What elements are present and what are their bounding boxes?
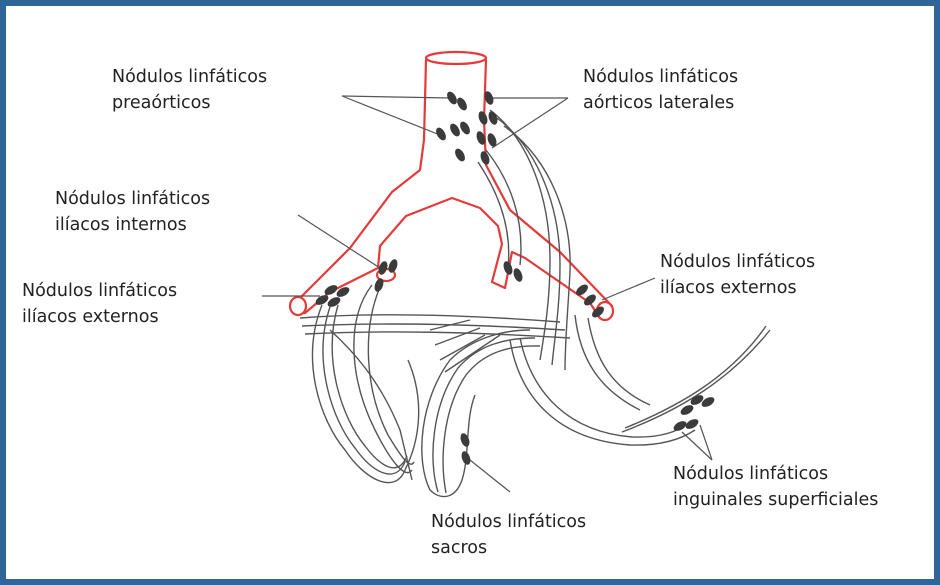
label-internal-iliac-line1: Nódulos linfáticos [55, 186, 210, 212]
label-sacral: Nódulos linfáticos sacros [431, 509, 586, 561]
leader-line [682, 425, 712, 460]
vessel [422, 330, 530, 490]
label-lateral-aortic-line2: aórticos laterales [583, 90, 738, 116]
vessel [510, 340, 695, 445]
label-preaortic-line1: Nódulos linfáticos [112, 64, 267, 90]
vessel [368, 287, 414, 464]
lymph-nodes [314, 90, 716, 466]
label-external-iliac-right-line1: Nódulos linfáticos [660, 249, 815, 275]
label-lateral-aortic-line1: Nódulos linfáticos [583, 64, 738, 90]
vessel [625, 326, 766, 428]
label-external-iliac-left: Nódulos linfáticos ilíacos externos [22, 278, 177, 330]
lymph-node [684, 417, 700, 431]
lymph-node [459, 432, 471, 448]
aorta-top-opening [426, 52, 486, 64]
label-superficial-inguinal-line2: inguinales superficiales [673, 487, 878, 513]
label-external-iliac-left-line2: ilíacos externos [22, 304, 177, 330]
label-sacral-line1: Nódulos linfáticos [431, 509, 586, 535]
label-external-iliac-right-line2: ilíacos externos [660, 275, 815, 301]
vessel [588, 318, 650, 405]
leader-line [490, 98, 568, 148]
vessel [520, 338, 690, 437]
vessel [300, 315, 560, 322]
leader-line [470, 460, 510, 492]
label-internal-iliac: Nódulos linfáticos ilíacos internos [55, 186, 210, 238]
label-lateral-aortic: Nódulos linfáticos aórticos laterales [583, 64, 738, 116]
lymph-node [326, 295, 342, 309]
label-sacral-line2: sacros [431, 535, 586, 561]
lymph-node [460, 450, 472, 466]
vessel [405, 360, 419, 470]
label-internal-iliac-line2: ilíacos internos [55, 212, 210, 238]
label-preaortic-line2: preaórticos [112, 90, 267, 116]
label-superficial-inguinal: Nódulos linfáticos inguinales superficia… [673, 461, 878, 513]
vessel [622, 330, 770, 432]
vessel [575, 315, 640, 410]
lymph-node [512, 267, 524, 283]
label-external-iliac-left-line1: Nódulos linfáticos [22, 278, 177, 304]
left-iliac-opening [290, 297, 306, 315]
vessel [305, 332, 570, 338]
label-superficial-inguinal-line1: Nódulos linfáticos [673, 461, 878, 487]
label-preaortic: Nódulos linfáticos preaórticos [112, 64, 267, 116]
lymphatic-vessels [300, 110, 770, 497]
label-external-iliac-right: Nódulos linfáticos ilíacos externos [660, 249, 815, 301]
leader-line [602, 278, 655, 300]
